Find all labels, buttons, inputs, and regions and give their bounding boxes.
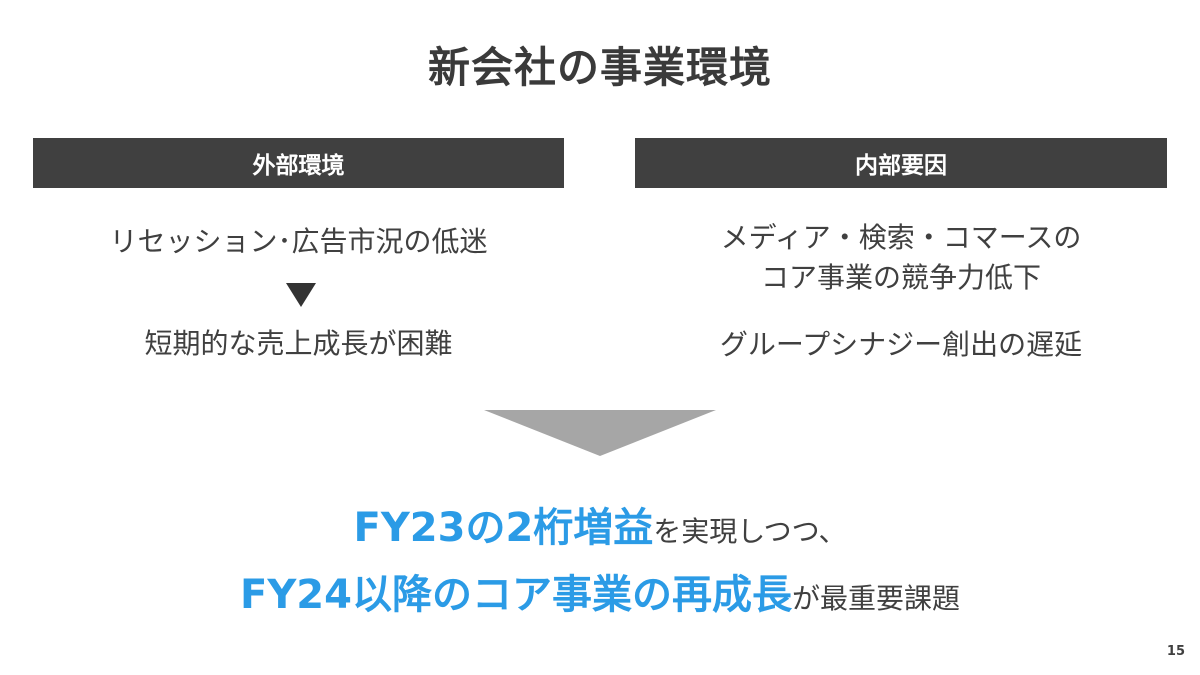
conclusion-line-1-highlight: FY23の2桁増益 [353,505,654,551]
external-point-growth-difficulty: 短期的な売上成長が困難 [144,327,453,360]
internal-factors-header: 内部要因 [635,138,1167,188]
external-environment-header-label: 外部環境 [252,153,345,179]
conclusion-line-2-rest: が最重要課題 [791,582,960,615]
conclusion-line-2: FY24以降のコア事業の再成長が最重要課題 [0,565,1200,633]
page-title: 新会社の事業環境 [427,43,772,92]
internal-factors-header-label: 内部要因 [855,153,947,179]
internal-point-competitiveness: メディア・検索・コマースの コア事業の競争力低下 [635,218,1167,298]
conclusion-line-1: FY23の2桁増益を実現しつつ、 [0,498,1200,566]
internal-point-competitiveness-line2: コア事業の競争力低下 [760,261,1041,294]
external-point-recession: リセッション･広告市況の低迷 [109,225,488,258]
conclusion-line-2-highlight: FY24以降のコア事業の再成長 [240,572,792,618]
external-environment-header: 外部環境 [33,138,564,188]
page-number: 15 [1166,644,1185,659]
internal-point-competitiveness-line1: メディア・検索・コマースの [720,221,1082,254]
conclusion-line-1-rest: を実現しつつ、 [653,515,847,548]
big-triangle-down-icon [484,410,716,456]
triangle-down-icon [286,283,316,307]
internal-point-synergy-delay: グループシナジー創出の遅延 [719,328,1083,361]
